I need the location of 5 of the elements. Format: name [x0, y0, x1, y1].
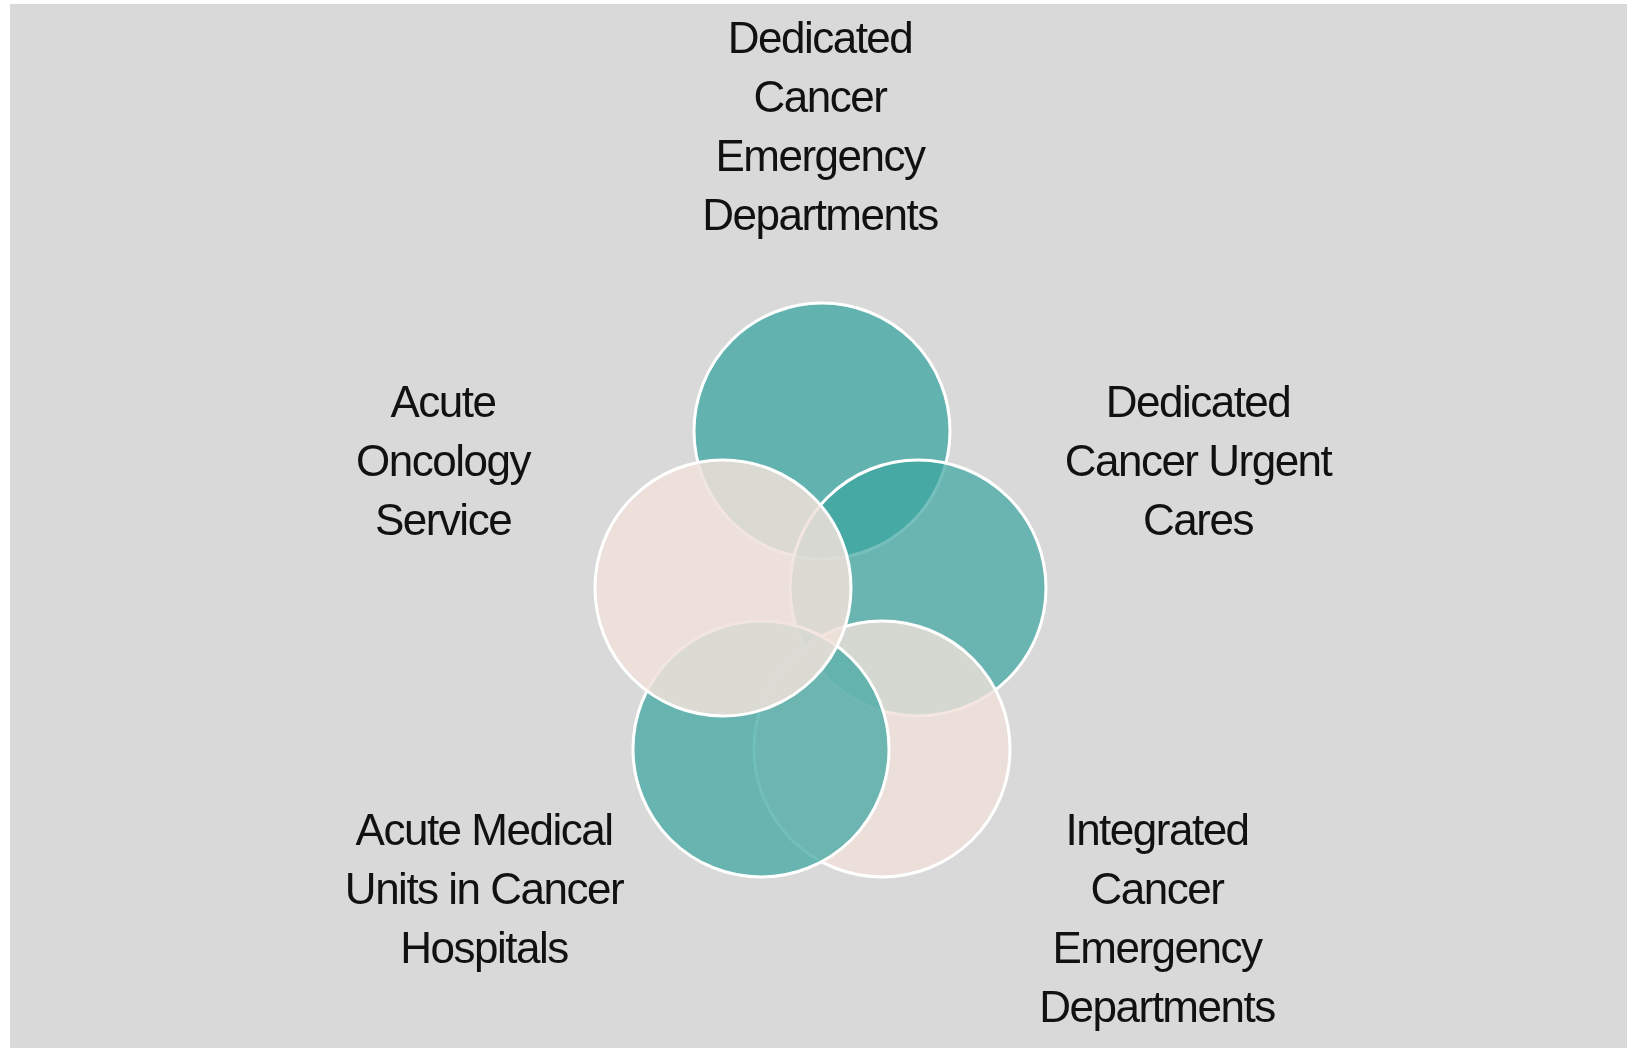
circle-label: Acute Medical Units in Cancer Hospitals	[344, 804, 624, 974]
circle-label: Acute Oncology Service	[355, 376, 532, 546]
circle-label: Dedicated Cancer Urgent Cares	[1063, 376, 1333, 546]
circle-label: Integrated Cancer Emergency Departments	[1038, 804, 1276, 1033]
circle-label: Dedicated Cancer Emergency Departments	[701, 12, 939, 241]
